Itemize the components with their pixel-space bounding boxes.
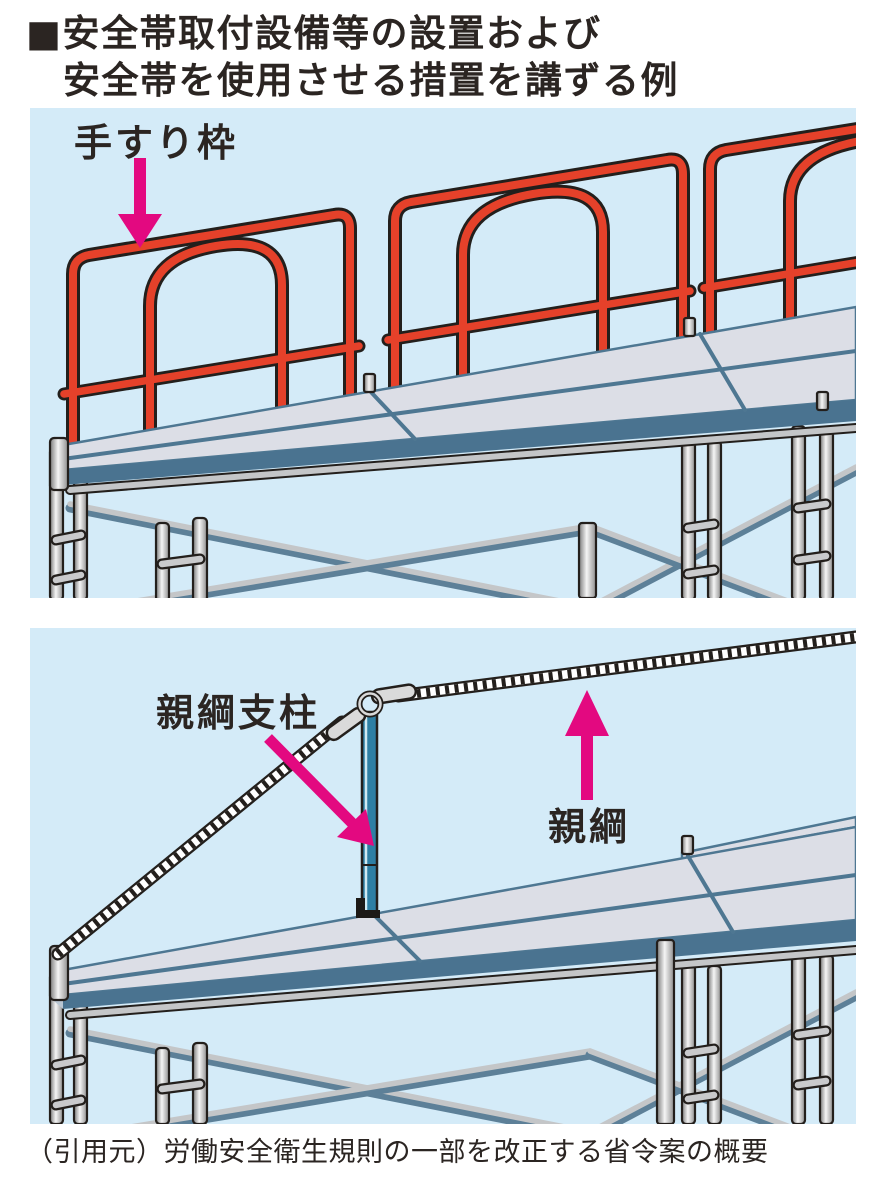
- scaffold-frame-right-b: [790, 951, 835, 1124]
- rear-deck-sliver: [680, 815, 856, 861]
- safety-rope-illustration: [30, 628, 856, 1124]
- scaffold-understructure: [48, 424, 856, 598]
- guardrail-frames: [57, 122, 856, 450]
- title-line-2: 安全帯を使用させる措置を講ずる例: [63, 59, 679, 102]
- front-post: [655, 938, 676, 1124]
- attachment-ring: [356, 690, 384, 718]
- plank-joint: [698, 332, 747, 412]
- guardrail-unit: [697, 122, 856, 340]
- handrail-frame-label: 手すり枠: [74, 121, 239, 165]
- scaffold-deck: [54, 305, 856, 495]
- rope-support-post-label: 親綱支柱: [156, 691, 321, 735]
- post-base-bracket: [356, 898, 380, 918]
- plank-joint: [686, 854, 735, 934]
- plank-joint: [368, 389, 417, 441]
- source-caption: （引用元）労働安全衛生規則の一部を改正する省令案の概要: [26, 1137, 769, 1168]
- scaffold-legs-mid: [154, 1041, 209, 1124]
- page-title: ■安全帯取付設備等の設置および 安全帯を使用させる措置を講ずる例: [26, 10, 679, 104]
- title-line-1: ■安全帯取付設備等の設置および: [26, 12, 602, 55]
- scaffold-frame-right-a: [680, 436, 723, 598]
- panel-safety-rope-illustration: 親綱支柱 親綱: [30, 628, 856, 1124]
- guardrail-illustration: [30, 108, 856, 598]
- scaffold-frame-right-b: [790, 424, 835, 598]
- guardrail-unit: [381, 152, 697, 395]
- corner-post: [48, 436, 70, 492]
- main-rope-label: 親綱: [548, 805, 631, 849]
- front-post: [577, 521, 598, 598]
- frame-pin-stub: [362, 372, 377, 394]
- frame-pin-stub: [815, 390, 830, 412]
- rope-hook-right: [370, 683, 418, 705]
- frame-pin-stub: [680, 834, 695, 856]
- scaffold-legs-mid: [154, 516, 209, 598]
- up-arrow-icon: [565, 690, 609, 800]
- diagonal-arrow-icon: [264, 734, 374, 846]
- guardrail-unit: [57, 207, 366, 450]
- scaffold-understructure: [48, 951, 856, 1124]
- plank-joint: [373, 914, 422, 963]
- down-arrow-icon: [118, 158, 162, 248]
- frame-pin-stub: [682, 316, 697, 338]
- title-bullet-icon: ■: [26, 12, 63, 55]
- panel-guardrail-illustration: 手すり枠: [30, 108, 856, 598]
